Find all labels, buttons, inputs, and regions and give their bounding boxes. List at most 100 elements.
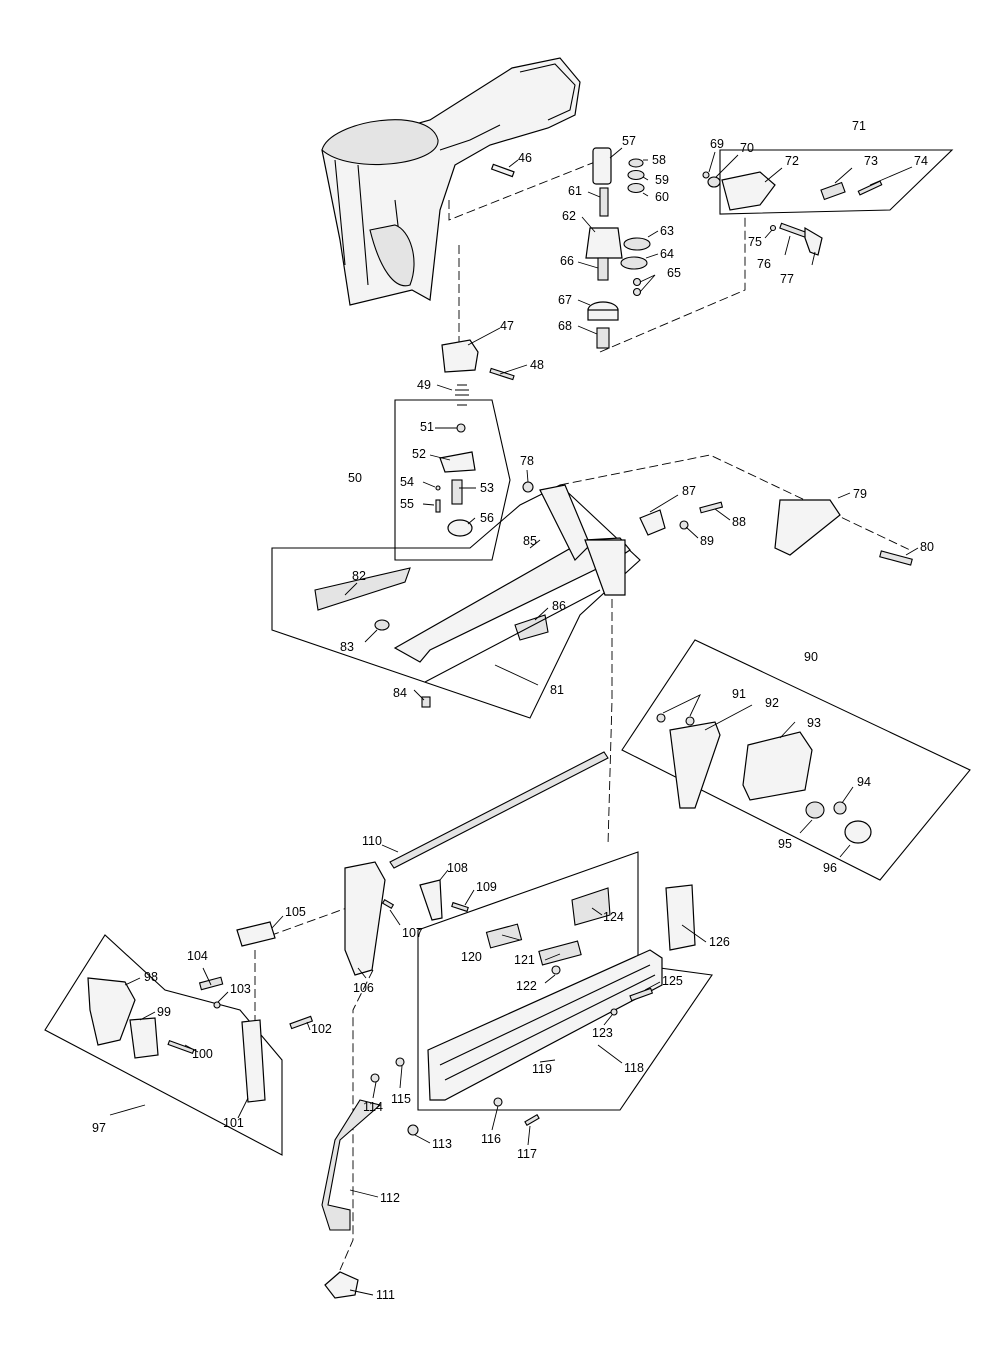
callout-79[interactable]: 79 [853, 487, 867, 501]
callout-114[interactable]: 114 [363, 1100, 383, 1114]
callout-71[interactable]: 71 [852, 119, 866, 133]
callout-115[interactable]: 115 [391, 1092, 411, 1106]
assembly-50-drawing [435, 423, 476, 537]
callout-83[interactable]: 83 [340, 640, 354, 654]
callout-78[interactable]: 78 [520, 454, 534, 468]
callout-74[interactable]: 74 [914, 154, 928, 168]
callout-64[interactable]: 64 [660, 247, 674, 261]
callout-112[interactable]: 112 [380, 1191, 400, 1205]
callout-96[interactable]: 96 [823, 861, 837, 875]
callout-55[interactable]: 55 [400, 497, 414, 511]
callout-46[interactable]: 46 [518, 151, 532, 165]
trigger-group-drawing [702, 171, 883, 256]
callout-80[interactable]: 80 [920, 540, 934, 554]
callout-87[interactable]: 87 [682, 484, 696, 498]
side-parts-drawing [522, 481, 913, 566]
callout-110[interactable]: 110 [362, 834, 382, 848]
callout-123[interactable]: 123 [592, 1026, 613, 1040]
callout-95[interactable]: 95 [778, 837, 792, 851]
callout-70[interactable]: 70 [740, 141, 754, 155]
assembly-97-drawing [87, 976, 314, 1103]
callout-122[interactable]: 122 [516, 979, 537, 993]
callout-98[interactable]: 98 [144, 970, 158, 984]
callout-76[interactable]: 76 [757, 257, 771, 271]
callout-106[interactable]: 106 [353, 981, 374, 995]
callout-77[interactable]: 77 [780, 272, 794, 286]
callout-50[interactable]: 50 [348, 471, 362, 485]
callout-103[interactable]: 103 [230, 982, 251, 996]
callout-119[interactable]: 119 [532, 1062, 552, 1076]
callout-58[interactable]: 58 [652, 153, 666, 167]
callout-118[interactable]: 118 [624, 1061, 644, 1075]
callout-99[interactable]: 99 [157, 1005, 171, 1019]
assembly-outline-81 [271, 484, 641, 719]
assembly-paths [254, 159, 911, 1271]
callout-104[interactable]: 104 [187, 949, 208, 963]
callout-49[interactable]: 49 [417, 378, 431, 392]
callout-89[interactable]: 89 [700, 534, 714, 548]
callout-97[interactable]: 97 [92, 1121, 106, 1135]
callout-65[interactable]: 65 [667, 266, 681, 280]
callout-69[interactable]: 69 [710, 137, 724, 151]
callout-94[interactable]: 94 [857, 775, 871, 789]
callout-57[interactable]: 57 [622, 134, 636, 148]
callout-84[interactable]: 84 [393, 686, 407, 700]
callout-60[interactable]: 60 [655, 190, 669, 204]
assembly-outlines [44, 149, 971, 1156]
callout-116[interactable]: 116 [481, 1132, 501, 1146]
magazine-frame-drawing [314, 484, 631, 708]
callout-86[interactable]: 86 [552, 599, 566, 613]
callout-113[interactable]: 113 [432, 1137, 452, 1151]
callout-82[interactable]: 82 [352, 569, 366, 583]
callout-125[interactable]: 125 [662, 974, 683, 988]
callout-67[interactable]: 67 [558, 293, 572, 307]
callout-56[interactable]: 56 [480, 511, 494, 525]
callout-52[interactable]: 52 [412, 447, 426, 461]
callout-107[interactable]: 107 [402, 926, 423, 940]
callout-93[interactable]: 93 [807, 716, 821, 730]
callout-91[interactable]: 91 [732, 687, 746, 701]
callout-68[interactable]: 68 [558, 319, 572, 333]
assembly-outline-90 [621, 639, 971, 881]
callout-109[interactable]: 109 [476, 880, 497, 894]
callout-72[interactable]: 72 [785, 154, 799, 168]
callout-105[interactable]: 105 [285, 905, 306, 919]
callout-59[interactable]: 59 [655, 173, 669, 187]
assembly-path-housing-valve [448, 159, 601, 221]
callout-120[interactable]: 120 [461, 950, 482, 964]
valve-stack-drawing [585, 147, 651, 349]
callout-63[interactable]: 63 [660, 224, 674, 238]
callout-88[interactable]: 88 [732, 515, 746, 529]
guide-bar-110-drawing [389, 751, 609, 869]
front-assembly-drawing [236, 861, 469, 976]
callout-90[interactable]: 90 [804, 650, 818, 664]
callout-121[interactable]: 121 [514, 953, 535, 967]
callout-124[interactable]: 124 [603, 910, 624, 924]
callout-54[interactable]: 54 [400, 475, 414, 489]
callout-108[interactable]: 108 [447, 861, 468, 875]
callout-111[interactable]: 111 [376, 1288, 395, 1302]
callout-51[interactable]: 51 [420, 420, 434, 434]
callout-66[interactable]: 66 [560, 254, 574, 268]
callout-labels: 46 47 48 49 50 51 52 53 54 55 56 57 58 5… [92, 119, 934, 1302]
pin-46-drawing [490, 163, 515, 178]
callout-101[interactable]: 101 [223, 1116, 244, 1130]
callout-126[interactable]: 126 [709, 935, 730, 949]
callout-117[interactable]: 117 [517, 1147, 537, 1161]
assembly-outline-50 [394, 399, 511, 561]
callout-73[interactable]: 73 [864, 154, 878, 168]
link-rod-drawing [321, 1099, 419, 1299]
callout-62[interactable]: 62 [562, 209, 576, 223]
housing-drawing [321, 57, 581, 306]
callout-100[interactable]: 100 [192, 1047, 213, 1061]
callout-48[interactable]: 48 [530, 358, 544, 372]
callout-75[interactable]: 75 [748, 235, 762, 249]
callout-61[interactable]: 61 [568, 184, 582, 198]
callout-92[interactable]: 92 [765, 696, 779, 710]
callout-81[interactable]: 81 [550, 683, 564, 697]
callout-53[interactable]: 53 [480, 481, 494, 495]
callout-85[interactable]: 85 [523, 534, 537, 548]
callout-102[interactable]: 102 [311, 1022, 332, 1036]
callout-47[interactable]: 47 [500, 319, 514, 333]
